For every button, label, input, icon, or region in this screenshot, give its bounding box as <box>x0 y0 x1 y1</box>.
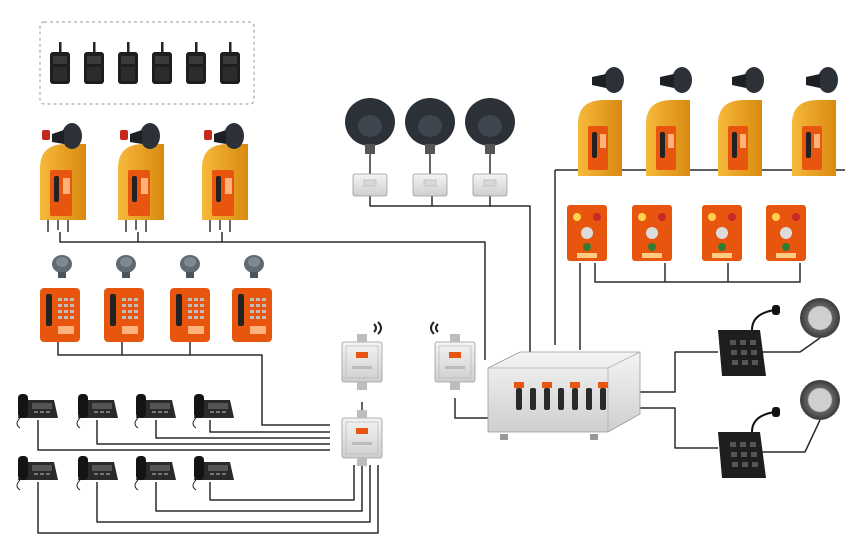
beacon-light-icon <box>244 255 264 278</box>
loudspeaker-icon <box>404 97 456 197</box>
wifi-icon <box>373 321 382 335</box>
wifi-icon <box>430 321 439 335</box>
explosion-proof-phone-icon <box>232 288 272 342</box>
explosion-proof-phone-icon <box>104 288 144 342</box>
control-station-icon <box>702 205 742 261</box>
ceiling-speaker-icon <box>799 379 841 421</box>
hooded-phone-icon <box>201 122 249 233</box>
desk-phone-icon <box>192 455 235 491</box>
hooded-phone-icon <box>39 122 87 233</box>
walkie-talkie-group <box>39 21 255 105</box>
loudspeaker-icon <box>344 97 396 197</box>
walkie-talkie-icon <box>152 42 172 84</box>
walkie-talkie-icon <box>186 42 206 84</box>
desk-phone-icon <box>192 393 235 429</box>
beacon-light-icon <box>52 255 72 278</box>
beacon-light-icon <box>180 255 200 278</box>
wiring <box>37 169 845 534</box>
paging-microphone-icon <box>717 406 781 479</box>
beacon-light-icon <box>116 255 136 278</box>
loudspeaker-icon <box>464 97 516 197</box>
ceiling-speaker-icon <box>799 297 841 339</box>
walkie-talkie-icon <box>84 42 104 84</box>
paging-microphone-icon <box>717 304 781 377</box>
walkie-talkie-icon <box>50 42 70 84</box>
control-station-icon <box>567 205 607 261</box>
hooded-phone-icon <box>646 67 692 176</box>
central-switch-box <box>487 351 641 440</box>
junction-box-icon <box>434 333 476 391</box>
junction-box-icon <box>341 333 383 391</box>
walkie-talkie-icon <box>220 42 240 84</box>
explosion-proof-phone-icon <box>170 288 210 342</box>
hooded-phone-icon <box>792 67 838 176</box>
junction-box-icon <box>341 409 383 467</box>
control-station-icon <box>632 205 672 261</box>
hooded-phone-icon <box>578 67 624 176</box>
walkie-talkie-icon <box>118 42 138 84</box>
explosion-proof-phone-icon <box>40 288 80 342</box>
control-station-icon <box>766 205 806 261</box>
hooded-phone-icon <box>117 122 165 233</box>
hooded-phone-icon <box>718 67 764 176</box>
